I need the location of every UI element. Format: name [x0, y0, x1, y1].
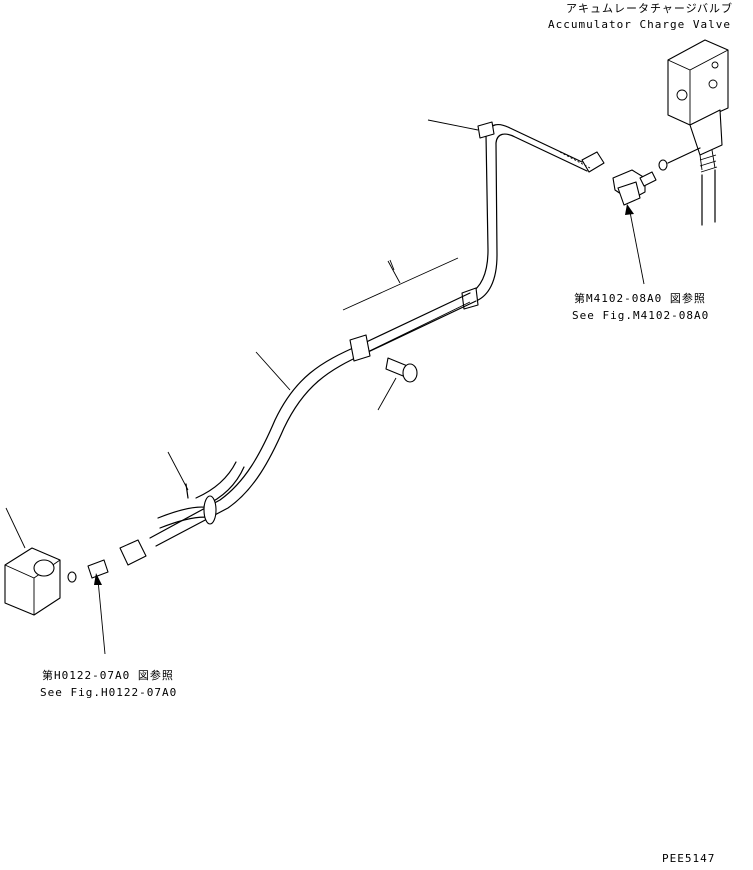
leader-lines [5, 119, 645, 655]
o-ring-top [658, 159, 668, 171]
clamp-bolt [349, 334, 371, 362]
ref-bottom-label-jp: 第H0122-07A0 図参照 [42, 669, 174, 682]
ref-top-label-en: See Fig.M4102-08A0 [572, 309, 710, 322]
accumulator-charge-valve [667, 39, 729, 226]
ref-top-label-jp: 第M4102-08A0 図参照 [574, 292, 706, 305]
solenoid [4, 547, 61, 616]
wire-bundle [157, 461, 245, 529]
hose-vertical-left [469, 134, 489, 294]
hose-main-bottom [155, 300, 477, 547]
bolt [385, 357, 418, 383]
valve-leader [667, 147, 701, 164]
ref-bottom-label-en: See Fig.H0122-07A0 [40, 686, 178, 699]
elbow-fitting [612, 169, 657, 206]
o-ring-bottom [67, 571, 77, 583]
clamp-top [477, 121, 495, 139]
hose-nut-top [581, 151, 605, 173]
drawing-code: PEE5147 [662, 852, 716, 865]
straight-fitting [87, 559, 109, 579]
accumulator-label-en: Accumulator Charge Valve [548, 18, 731, 31]
accumulator-label-jp: アキュムレータチャージバルブ [566, 2, 734, 15]
hose-upper-bottom [495, 133, 588, 172]
hose-main-top [149, 292, 471, 539]
hose-nut-bottom [119, 539, 147, 566]
hose-vertical-right [475, 142, 498, 302]
